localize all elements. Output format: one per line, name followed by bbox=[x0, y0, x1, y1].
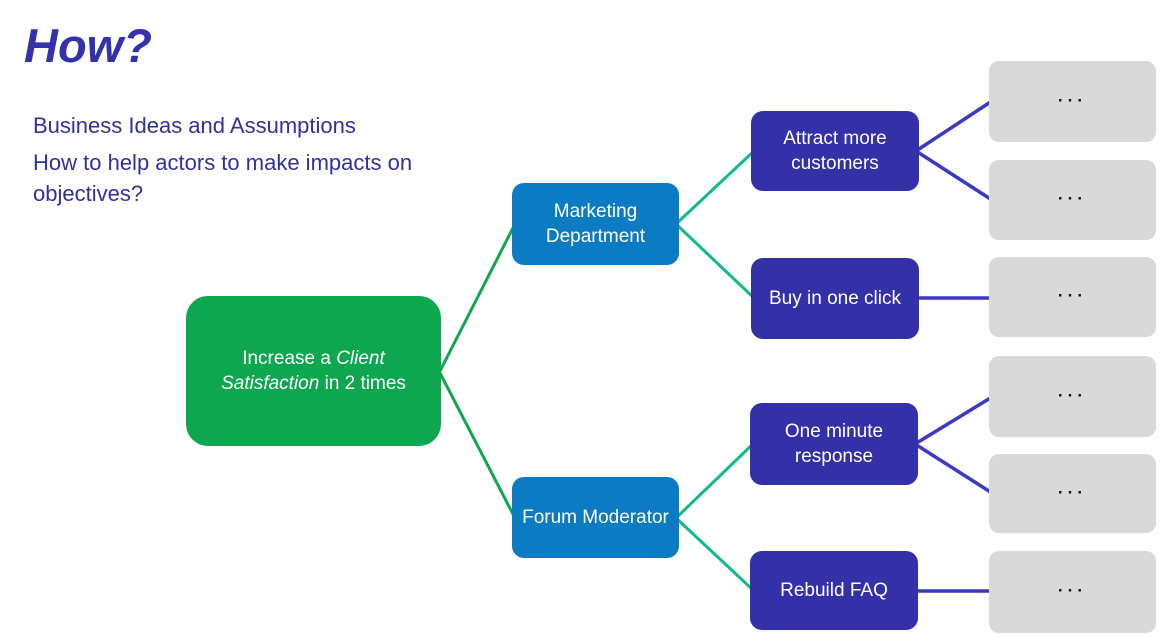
goal-label-part-2: in 2 times bbox=[319, 373, 406, 394]
connector-oneminute-to-deliverable-5 bbox=[914, 442, 993, 495]
deliverable-label: ... bbox=[1057, 380, 1088, 400]
impact-label: Rebuild FAQ bbox=[780, 580, 888, 601]
deliverable-node: ... bbox=[989, 454, 1156, 533]
deliverable-node: ... bbox=[989, 257, 1156, 337]
deliverable-node: ... bbox=[989, 160, 1156, 240]
subtitle-line-2: How to help actors to make impacts on ob… bbox=[33, 150, 413, 206]
actor-label: Forum Moderator bbox=[522, 507, 669, 528]
deliverable-node: ... bbox=[989, 61, 1156, 142]
page-title: How? bbox=[24, 19, 152, 72]
deliverable-label: ... bbox=[1057, 477, 1088, 497]
impact-label: One minute response bbox=[784, 421, 884, 467]
impact-node-attract-more-customers: Attract more customers bbox=[751, 111, 919, 191]
goal-label: Increase a Client Satisfaction in 2 time… bbox=[212, 346, 415, 396]
connector-goal-to-marketing bbox=[438, 223, 517, 372]
actor-node-marketing-department: Marketing Department bbox=[512, 183, 679, 265]
subtitle-line-1: Business Ideas and Assumptions bbox=[33, 113, 356, 138]
goal-label-italic: Client Satisfaction bbox=[221, 348, 385, 394]
connector-goal-to-forum bbox=[438, 372, 517, 519]
impact-node-one-minute-response: One minute response bbox=[750, 403, 918, 485]
actor-label: Marketing Department bbox=[545, 201, 646, 247]
connector-forum-to-rebuild bbox=[674, 516, 755, 592]
connector-attract-to-deliverable-2 bbox=[915, 149, 993, 202]
connector-attract-to-deliverable-1 bbox=[915, 99, 993, 153]
deliverable-label: ... bbox=[1057, 85, 1088, 105]
connector-marketing-to-buy bbox=[674, 222, 756, 300]
impact-label: Buy in one click bbox=[768, 288, 901, 309]
connector-oneminute-to-deliverable-4 bbox=[914, 395, 993, 446]
impact-node-buy-in-one-click: Buy in one click bbox=[751, 258, 919, 339]
connector-marketing-to-attract bbox=[674, 149, 756, 226]
deliverable-label: ... bbox=[1057, 576, 1088, 596]
deliverable-label: ... bbox=[1057, 184, 1088, 204]
connector-forum-to-oneminute bbox=[674, 442, 755, 520]
impact-node-rebuild-faq: Rebuild FAQ bbox=[750, 551, 918, 630]
goal-label-part-1: Increase a bbox=[242, 348, 337, 369]
goal-node: Increase a Client Satisfaction in 2 time… bbox=[186, 296, 441, 446]
impact-label: Attract more customers bbox=[783, 128, 887, 174]
deliverable-node: ... bbox=[989, 551, 1156, 633]
deliverable-node: ... bbox=[989, 356, 1156, 437]
actor-node-forum-moderator: Forum Moderator bbox=[512, 477, 679, 558]
deliverable-label: ... bbox=[1057, 281, 1088, 301]
